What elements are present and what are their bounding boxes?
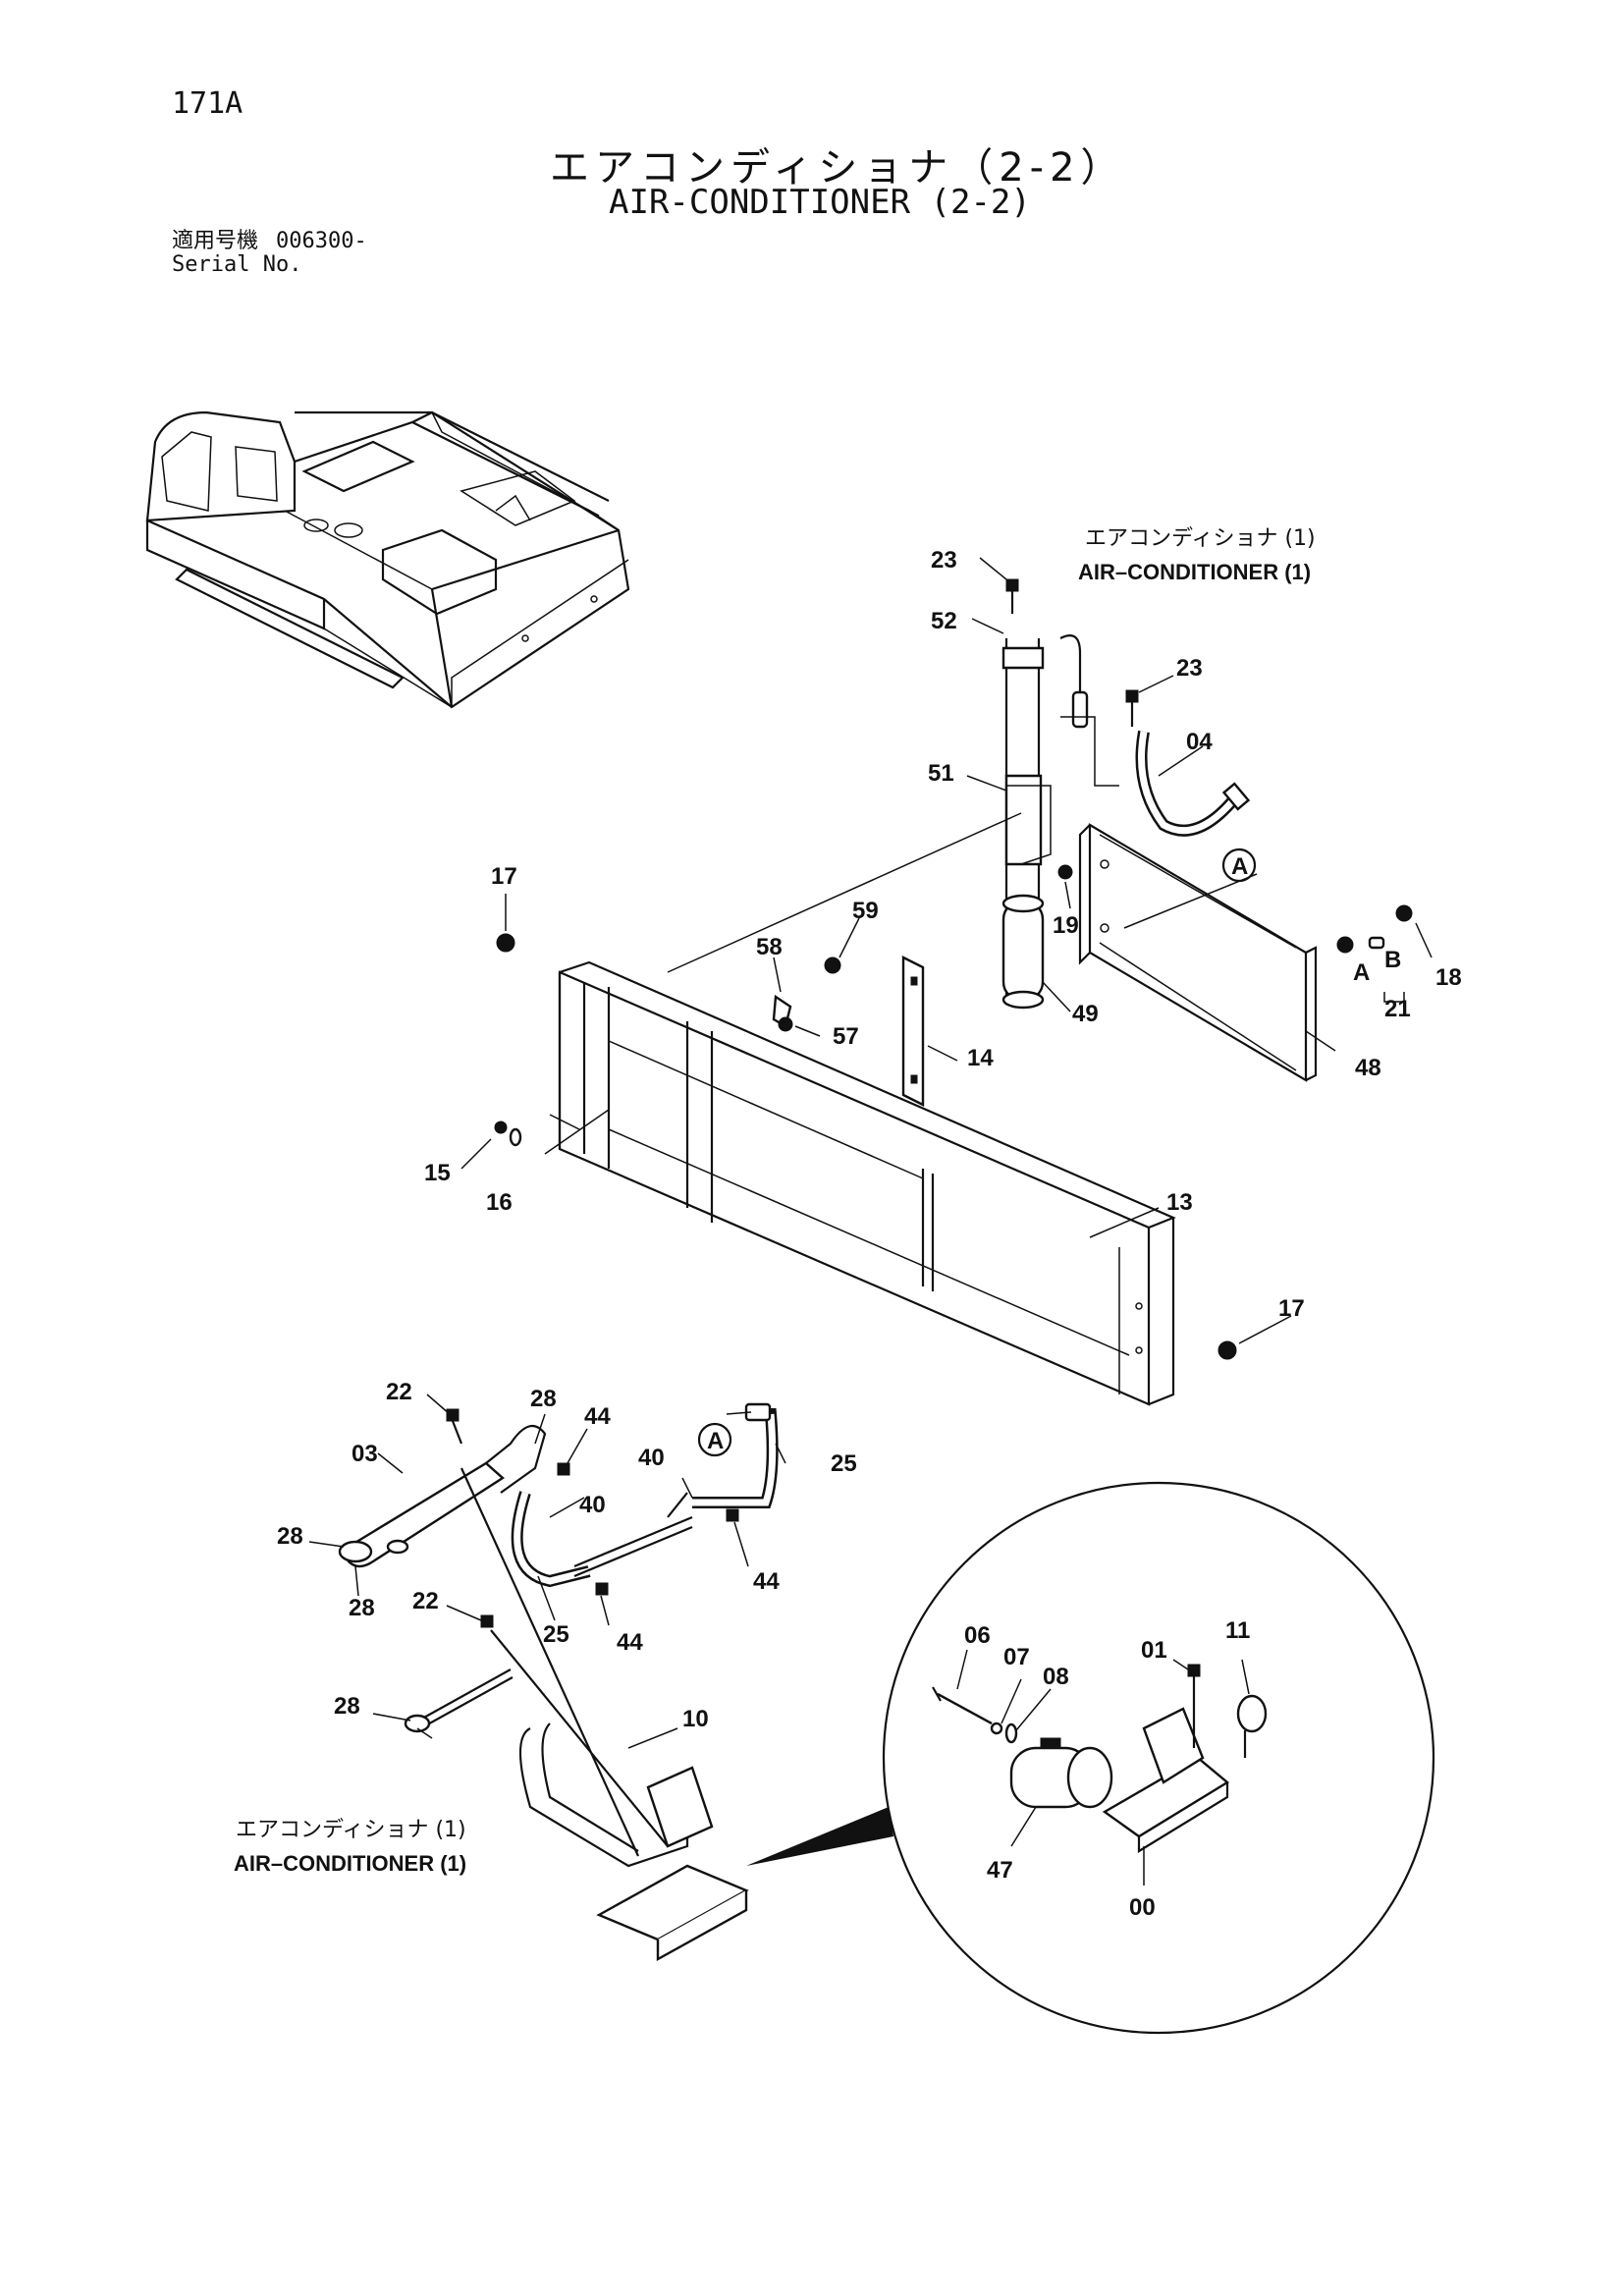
nut-17-upper (496, 933, 515, 953)
callout-06: 06 (964, 1622, 991, 1649)
serial-value: 006300- (276, 229, 367, 253)
nut-17-lower (1217, 1340, 1237, 1360)
callout-15: 15 (424, 1160, 451, 1186)
callout-28-left: 28 (277, 1523, 303, 1550)
bolt-23-upper (1005, 578, 1019, 614)
callout-11: 11 (1225, 1617, 1250, 1644)
reference-circle-a-lower: A (697, 1422, 732, 1457)
bolt-19 (1057, 864, 1073, 880)
callout-00: 00 (1129, 1894, 1156, 1921)
callout-49: 49 (1072, 1001, 1099, 1027)
callout-07: 07 (1003, 1644, 1030, 1670)
callout-25-lower: 25 (543, 1621, 569, 1648)
callout-40-lower: 40 (579, 1492, 606, 1518)
note-bottom-english: AIR–CONDITIONER (1) (234, 1851, 466, 1876)
callout-58: 58 (756, 934, 783, 960)
detail-circle (746, 1481, 1435, 2035)
callout-16: 16 (486, 1189, 513, 1216)
callout-A-fastener: A (1353, 959, 1370, 986)
callout-51: 51 (928, 760, 954, 787)
callout-44-lower: 44 (617, 1629, 643, 1656)
callout-22-lower: 22 (412, 1588, 439, 1614)
excavator-overview-illustration (145, 410, 630, 709)
page-title-japanese: エアコンディショナ（2-2） (550, 145, 1126, 191)
callout-23-right: 23 (1176, 655, 1203, 682)
callout-28-hose: 28 (334, 1693, 360, 1720)
note-top-english: AIR–CONDITIONER (1) (1078, 560, 1311, 584)
leader-lines (460, 557, 1433, 1344)
callout-03: 03 (352, 1441, 378, 1467)
callout-18: 18 (1435, 964, 1462, 991)
callout-40-upper: 40 (638, 1445, 665, 1471)
note-top-japanese: エアコンディショナ (1) (1085, 526, 1316, 551)
callout-A-circle-upper: A (1231, 853, 1248, 880)
callout-47: 47 (987, 1857, 1013, 1884)
callout-19: 19 (1053, 912, 1079, 939)
bracket-14 (901, 956, 925, 1107)
callout-17-lower: 17 (1278, 1295, 1305, 1322)
bolt-57 (778, 1016, 793, 1032)
bolt-23-right (1125, 689, 1139, 727)
page-number: 171A (172, 86, 243, 121)
callout-10: 10 (682, 1706, 709, 1732)
serial-label-japanese: 適用号機 (172, 229, 259, 253)
callout-22-upper: 22 (386, 1379, 412, 1405)
hose-04 (1135, 730, 1251, 837)
callout-28-top: 28 (530, 1386, 557, 1412)
callout-28-bottom: 28 (349, 1595, 375, 1621)
callout-57: 57 (833, 1023, 859, 1050)
callout-21: 21 (1384, 996, 1411, 1022)
receiver-drier-assembly (1001, 634, 1119, 1010)
callout-13: 13 (1166, 1189, 1193, 1216)
reference-circle-a-upper: A (1221, 847, 1257, 883)
note-bottom-japanese: エアコンディショナ (1) (236, 1818, 466, 1842)
callout-59: 59 (852, 898, 879, 924)
nut-15 (494, 1121, 508, 1134)
callout-04: 04 (1186, 729, 1213, 755)
page-title-english: AIR-CONDITIONER (2-2) (609, 183, 1031, 222)
fastener-set-21 (1336, 904, 1413, 954)
callout-A-circle-lower: A (707, 1428, 724, 1454)
callout-52: 52 (931, 608, 957, 634)
leader-lines-lower (308, 1394, 1250, 1886)
callout-44-right: 44 (753, 1568, 780, 1595)
nut-59 (824, 957, 841, 974)
callout-B-fastener: B (1384, 947, 1401, 973)
condenser-48 (1078, 823, 1318, 1082)
callout-01: 01 (1141, 1637, 1167, 1664)
washer-16 (509, 1127, 522, 1147)
callout-17-upper: 17 (491, 863, 517, 890)
serial-number-block: 適用号機 006300- Serial No. (172, 230, 367, 277)
compressor-bracket-10 (518, 1722, 749, 1962)
callout-48: 48 (1355, 1055, 1381, 1081)
hose-group-lower (338, 1402, 779, 1857)
serial-label-english: Serial No. (172, 252, 302, 277)
callout-08: 08 (1043, 1664, 1069, 1690)
frame-13 (558, 960, 1176, 1406)
callout-25-right: 25 (831, 1450, 857, 1477)
callout-23-upper: 23 (931, 547, 957, 574)
callout-44-upper: 44 (584, 1403, 611, 1430)
callout-14: 14 (967, 1045, 994, 1071)
